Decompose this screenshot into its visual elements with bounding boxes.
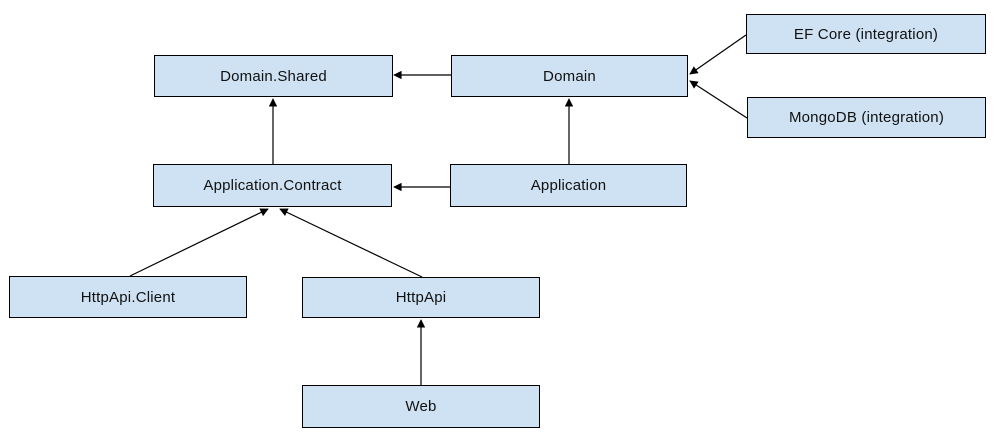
node-label-application: Application	[530, 177, 607, 194]
node-label-efcore-integration: EF Core (integration)	[793, 25, 939, 43]
node-label-application-contract: Application.Contract	[203, 177, 342, 194]
edge-httpapi-to-application-contract	[279, 208, 423, 278]
node-web: Web	[302, 385, 540, 428]
node-label-httpapi-client: HttpApi.Client	[80, 288, 176, 306]
node-efcore-integration: EF Core (integration)	[746, 14, 986, 54]
edge-httpapi-client-to-application-contract	[129, 208, 269, 277]
node-label-mongodb-integration: MongoDB (integration)	[788, 109, 945, 126]
node-application-contract: Application.Contract	[153, 164, 392, 207]
node-httpapi: HttpApi	[302, 277, 540, 318]
node-label-httpapi: HttpApi	[395, 289, 447, 306]
node-label-domain-shared: Domain.Shared	[220, 67, 327, 85]
node-label-domain: Domain	[543, 67, 596, 85]
node-domain: Domain	[451, 55, 688, 97]
node-httpapi-client: HttpApi.Client	[9, 276, 247, 318]
edge-efcore-integration-to-domain	[689, 34, 747, 75]
edge-mongodb-integration-to-domain	[689, 80, 748, 119]
node-application: Application	[450, 164, 687, 207]
node-label-web: Web	[405, 398, 437, 415]
node-mongodb-integration: MongoDB (integration)	[747, 97, 986, 138]
node-domain-shared: Domain.Shared	[154, 55, 393, 97]
